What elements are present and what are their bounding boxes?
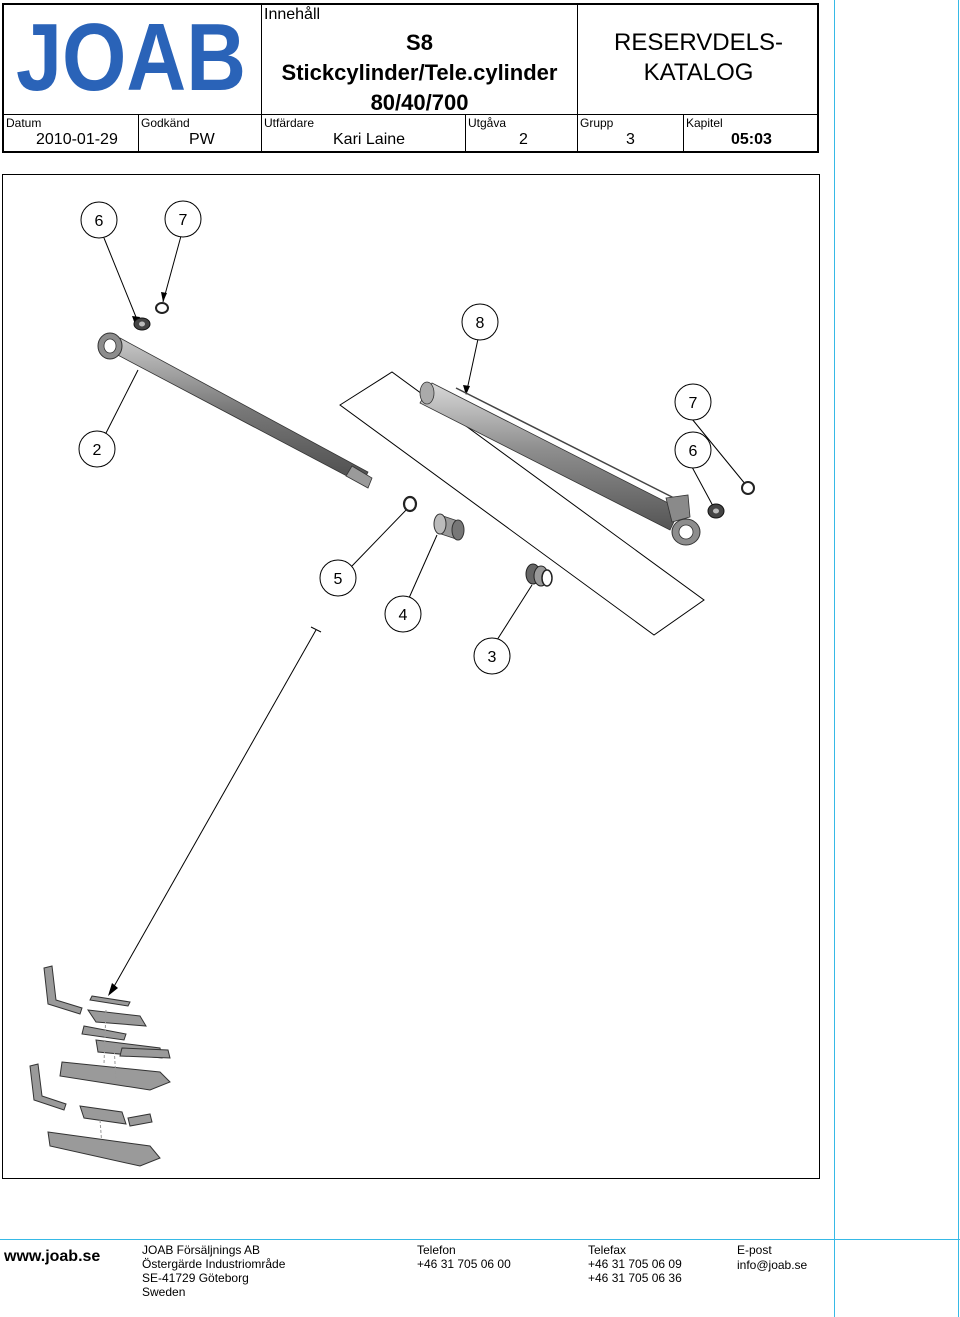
fax-value-1: +46 31 705 06 09 (588, 1257, 682, 1271)
group-label: Grupp (580, 116, 614, 130)
callout-bubble: 2 (78, 430, 116, 468)
company-address-2: SE-41729 Göteborg (142, 1271, 249, 1285)
joab-logo: JOAB (16, 12, 246, 98)
guide-line-bottom (0, 1239, 960, 1240)
title-block (2, 3, 819, 153)
date-value: 2010-01-29 (36, 131, 118, 148)
callout-bubble: 3 (473, 637, 511, 675)
company-name: JOAB Försäljnings AB (142, 1243, 261, 1257)
svg-text:5: 5 (334, 571, 343, 588)
callout-bubble: 7 (164, 200, 202, 238)
approved-label: Godkänd (141, 116, 190, 130)
divider (2, 114, 819, 115)
fax-label: Telefax (588, 1243, 627, 1257)
issuer-label: Utfärdare (264, 116, 315, 130)
catalog-title-2: KATALOG (643, 59, 754, 86)
section-label: Innehåll (264, 6, 321, 23)
logo-text: JOAB (16, 12, 246, 98)
group-value: 3 (626, 131, 635, 148)
callout-bubble: 8 (461, 303, 499, 341)
issuer-value: Kari Laine (333, 131, 406, 148)
rod-bushing-6 (133, 317, 151, 331)
svg-text:3: 3 (488, 649, 497, 666)
guide-bushing-4 (433, 513, 465, 541)
website-link[interactable]: www.joab.se (4, 1248, 101, 1265)
svg-text:6: 6 (95, 213, 104, 230)
callout-bubble: 6 (674, 431, 712, 469)
leader-lines (103, 235, 747, 991)
divider (465, 114, 466, 153)
chapter-label: Kapitel (686, 116, 723, 130)
svg-text:7: 7 (179, 212, 188, 229)
drawing-frame (2, 174, 820, 1179)
callout-bubble: 4 (384, 595, 422, 633)
callout-bubble: 6 (80, 201, 118, 239)
chapter-value: 05:03 (731, 131, 772, 148)
catalog-title-1: RESERVDELS- (614, 29, 783, 56)
page-title-size: 80/40/700 (370, 90, 469, 115)
date-label: Datum (6, 116, 42, 130)
divider (683, 114, 684, 153)
guide-line-right-2 (958, 0, 959, 1317)
guide-line-right-1 (834, 0, 835, 1317)
divider (577, 3, 578, 153)
edition-label: Utgåva (468, 116, 507, 130)
tube-seal-ring-7 (741, 481, 755, 495)
machine-overview-illustration (29, 965, 171, 1167)
svg-text:6: 6 (689, 443, 698, 460)
divider (138, 114, 139, 153)
arrow-head (108, 983, 118, 996)
divider (261, 3, 262, 153)
piston-3 (525, 563, 553, 587)
page-title-code: S8 (406, 30, 433, 55)
page-title: Stickcylinder/Tele.cylinder (281, 60, 558, 85)
cylinder-tube (419, 381, 701, 546)
company-country: Sweden (142, 1285, 186, 1299)
wiper-seal-5 (402, 495, 418, 513)
piston-rod (97, 332, 373, 489)
svg-text:4: 4 (399, 607, 408, 624)
arrow-head (463, 385, 470, 395)
tube-bushing-6 (707, 503, 725, 519)
email-link[interactable]: info@joab.se (737, 1258, 808, 1272)
base-plate-outline (339, 371, 705, 636)
edition-value: 2 (519, 131, 528, 148)
svg-text:2: 2 (93, 442, 102, 459)
approved-value: PW (189, 131, 215, 148)
svg-text:7: 7 (689, 395, 698, 412)
fax-value-2: +46 31 705 06 36 (588, 1271, 682, 1285)
phone-value: +46 31 705 06 00 (417, 1257, 511, 1271)
svg-text:8: 8 (476, 315, 485, 332)
company-address-1: Östergärde Industriområde (142, 1257, 286, 1271)
arrow-head (161, 292, 167, 302)
phone-label: Telefon (417, 1243, 456, 1257)
email-label: E-post (737, 1243, 772, 1257)
rod-seal-ring-7 (155, 302, 169, 314)
callout-bubble: 5 (319, 559, 357, 597)
callout-bubble: 7 (674, 383, 712, 421)
